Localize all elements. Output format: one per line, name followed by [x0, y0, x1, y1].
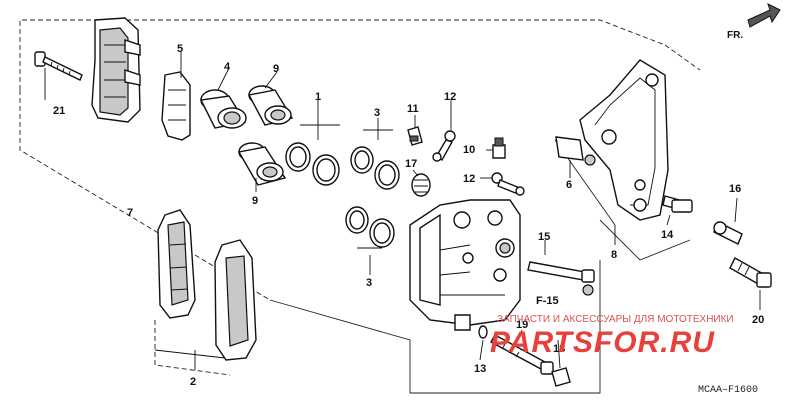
brake-pad-2-inner [214, 239, 257, 361]
watermark-logo-text: PARTSFOR.RU [490, 326, 715, 359]
part-label-3-upper: 3 [374, 107, 380, 119]
bolt-20 [729, 257, 772, 288]
caliper-bracket-8 [579, 59, 669, 221]
part-label-3-lower: 3 [366, 277, 372, 289]
leader-lines [44, 52, 761, 370]
boot-17 [411, 173, 431, 197]
part-label-8: 8 [611, 249, 617, 261]
part-label-12-lower: 12 [463, 173, 475, 185]
brake-pad-2-outer [157, 209, 196, 319]
part-label-19: 19 [516, 319, 528, 331]
front-direction-badge: FR. [727, 3, 781, 41]
piston-seals-1 [285, 142, 340, 186]
catalog-code: MCAA–F1600 [698, 385, 758, 396]
part-label-2: 2 [190, 376, 196, 388]
bleed-cap-12-lower [491, 172, 525, 196]
bolt-19 [490, 334, 554, 375]
part-label-21: 21 [53, 105, 65, 117]
part-label-14: 14 [661, 229, 674, 241]
part-label-6: 6 [566, 179, 572, 191]
part-label-5: 5 [177, 43, 183, 55]
piston-4 [199, 89, 247, 129]
bolt-21 [34, 51, 83, 81]
piston-9-upper [247, 85, 294, 126]
pin-bolt-15 [527, 261, 595, 296]
part-label-13: 13 [474, 363, 486, 375]
piston-seals-3-lower [345, 206, 395, 248]
part-label-15: 15 [538, 231, 550, 243]
pad-spring-5 [161, 71, 191, 141]
direction-label: FR. [727, 30, 743, 41]
bolt-14 [662, 195, 693, 213]
caliper-body [409, 199, 521, 331]
part-labels: 21 5 4 9 9 1 3 3 11 12 10 12 17 7 15 F-1… [53, 43, 764, 388]
brake-pad-7 [91, 17, 141, 123]
bolt-16 [713, 221, 743, 245]
piston-seals-3-upper [350, 146, 400, 190]
part-label-11: 11 [407, 103, 419, 115]
bleeder-11 [407, 126, 423, 146]
watermark: ЗАПЧАСТИ И АКСЕССУАРЫ ДЛЯ МОТОТЕХНИКИ PA… [490, 314, 734, 359]
part-label-17: 17 [405, 158, 417, 170]
bleed-cap-12-upper [432, 130, 456, 162]
cap-18 [551, 367, 571, 387]
part-label-4: 4 [224, 61, 231, 73]
piston-9-lower [237, 142, 287, 186]
part-label-9-lower: 9 [252, 195, 258, 207]
part-label-12-upper: 12 [444, 91, 456, 103]
pad-clip-6 [555, 136, 596, 166]
bleeder-10 [492, 137, 506, 159]
part-label-9-upper: 9 [273, 63, 279, 75]
part-label-7: 7 [127, 207, 133, 219]
part-label-20: 20 [752, 314, 764, 326]
part-label-1: 1 [315, 91, 321, 103]
part-label-16: 16 [729, 183, 741, 195]
watermark-tagline: ЗАПЧАСТИ И АКСЕССУАРЫ ДЛЯ МОТОТЕХНИКИ [497, 314, 734, 325]
part-label-10: 10 [463, 144, 475, 156]
reference-label: F-15 [536, 295, 559, 307]
part-label-18: 18 [553, 343, 565, 355]
washer-13 [478, 325, 488, 339]
